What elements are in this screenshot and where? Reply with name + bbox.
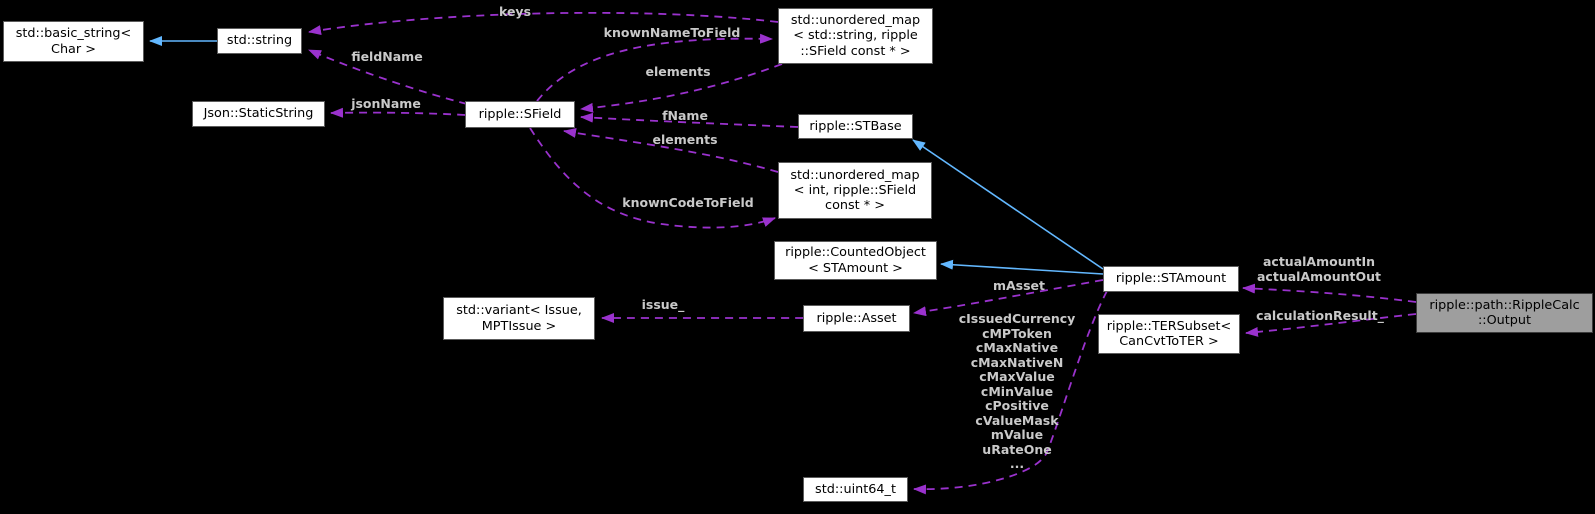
usage-edge-stamount-members xyxy=(913,290,1108,495)
node-ripple-path-ripplecalc-output: ripple::path::RippleCalc ::Output xyxy=(1416,293,1593,333)
edge-label-elements-bottom: elements xyxy=(652,132,718,147)
edge-label-stamount-members: cIssuedCurrency cMPToken cMaxNative cMax… xyxy=(958,311,1076,471)
edge-label-known-name-to-field: knownNameToField xyxy=(603,25,741,40)
node-ripple-asset[interactable]: ripple::Asset xyxy=(803,305,910,332)
usage-edge-keys xyxy=(308,11,779,35)
node-json-staticstring[interactable]: Json::StaticString xyxy=(192,101,325,127)
usage-edge-known-name-to-field xyxy=(536,33,773,102)
edge-label-actual-amounts: actualAmountIn actualAmountOut xyxy=(1257,254,1381,284)
usage-edge-json-name xyxy=(330,107,466,118)
node-unordered-map-string-sfield[interactable]: std::unordered_map < std::string, ripple… xyxy=(778,8,933,64)
usage-edge-calculation-result xyxy=(1245,313,1417,337)
usage-edge-known-code-to-field xyxy=(529,127,776,229)
usage-edge-field-name xyxy=(308,49,468,105)
inherit-edge-stamount-to-countedobject xyxy=(940,259,1104,275)
usage-edge-actual-amounts xyxy=(1242,283,1417,303)
usage-edge-elements-bottom xyxy=(563,128,779,173)
node-ripple-stamount[interactable]: ripple::STAmount xyxy=(1103,266,1239,292)
edge-label-m-asset: mAsset xyxy=(992,278,1046,293)
node-ripple-tersubset-cancvttoter[interactable]: ripple::TERSubset< CanCvtToTER > xyxy=(1098,314,1240,354)
node-ripple-sfield[interactable]: ripple::SField xyxy=(465,101,575,128)
node-std-uint64-t[interactable]: std::uint64_t xyxy=(803,477,908,502)
edge-label-elements-top: elements xyxy=(645,64,711,79)
node-std-string[interactable]: std::string xyxy=(217,28,302,54)
edge-label-issue: issue_ xyxy=(641,297,685,312)
node-std-basic-string[interactable]: std::basic_string< Char > xyxy=(3,21,144,62)
edge-label-calculation-result: calculationResult_ xyxy=(1256,308,1384,323)
node-ripple-stbase[interactable]: ripple::STBase xyxy=(798,114,913,139)
node-ripple-countedobject-stamount[interactable]: ripple::CountedObject < STAmount > xyxy=(774,241,937,280)
inherit-edge-stamount-to-stbase xyxy=(912,139,1104,270)
edge-label-keys: keys xyxy=(498,4,532,19)
usage-edge-elements-top xyxy=(580,63,783,113)
node-unordered-map-int-sfield[interactable]: std::unordered_map < int, ripple::SField… xyxy=(778,162,932,219)
edge-label-field-name: fieldName xyxy=(351,49,423,64)
usage-edge-m-asset xyxy=(913,279,1104,317)
edge-label-known-code-to-field: knownCodeToField xyxy=(622,195,754,210)
node-std-variant-issue-mptissue[interactable]: std::variant< Issue, MPTIssue > xyxy=(443,297,595,340)
edge-label-json-name: jsonName xyxy=(351,96,421,111)
edge-label-f-name: fName xyxy=(662,108,708,123)
